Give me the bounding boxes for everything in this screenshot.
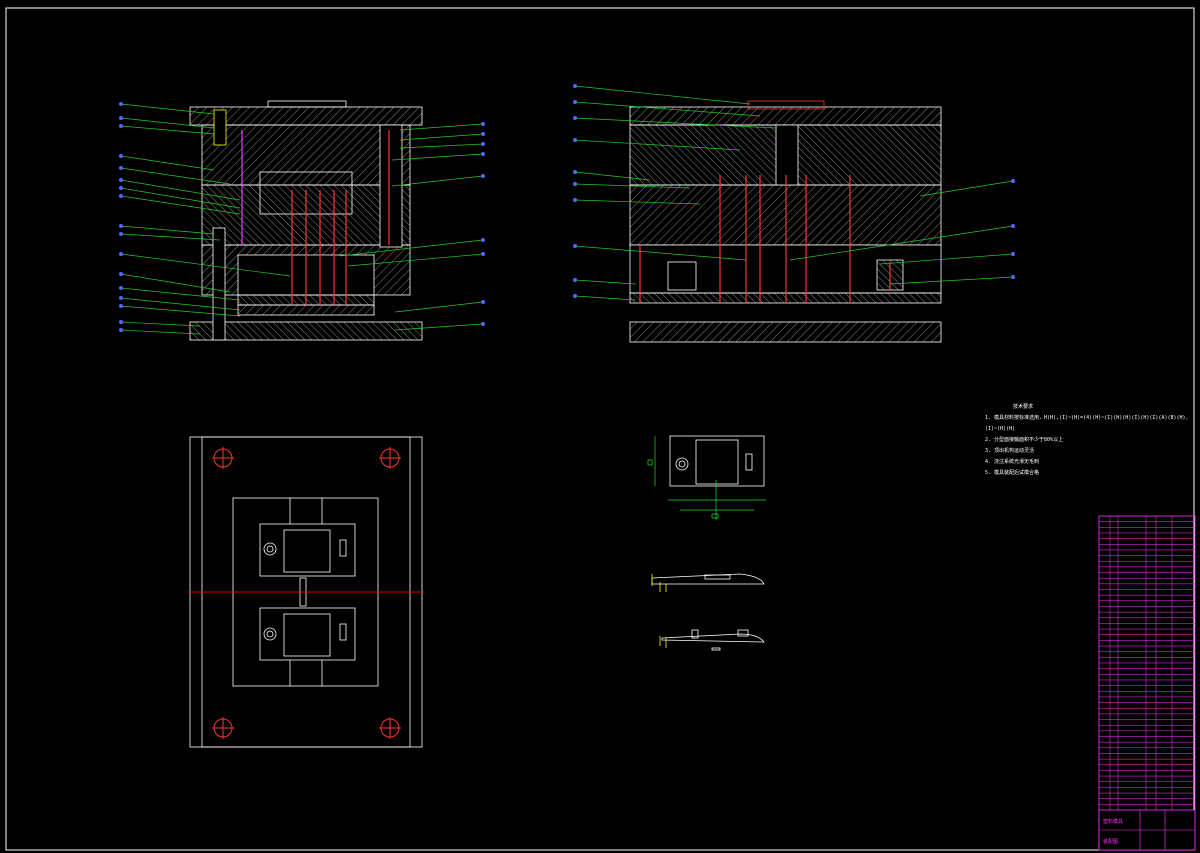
bottom-clamp-plate	[189, 321, 423, 341]
left-view-balloons	[119, 102, 485, 332]
note-item: 1. 模具材料按标准选用，H(H),(I)~(H)=(4)(H)~(I)(H)(…	[985, 415, 1189, 432]
r-locating-ring	[747, 100, 825, 110]
title-block-name: 塑料模具	[1103, 818, 1123, 825]
notes-title: 技术要求	[1013, 404, 1034, 410]
note-item: 4. 浇注系统光滑无毛刺	[985, 459, 1040, 465]
title-block-school: 装配图	[1103, 838, 1118, 845]
cavity-upper	[259, 523, 356, 577]
part-side-view-2	[659, 629, 765, 651]
guide-bush-right	[379, 124, 403, 248]
locating-ring	[267, 100, 347, 108]
cavity-lower	[259, 607, 356, 661]
part-top-view	[669, 435, 765, 487]
r-sprue	[775, 124, 799, 186]
note-item: 3. 顶出机构运动灵活	[985, 448, 1035, 454]
guide-pillar-left	[212, 227, 226, 341]
right-view-pins	[639, 175, 891, 303]
part-side-view-1	[651, 573, 765, 592]
left-view-leaders	[120, 103, 484, 335]
title-block: 塑料模具 装配图	[1098, 515, 1196, 851]
right-view-balloons	[573, 84, 1015, 298]
technical-notes: 技术要求 1. 模具材料按标准选用，H(H),(I)~(H)=(4)(H)~(I…	[985, 402, 1200, 479]
drawing-frame	[5, 7, 1195, 851]
cavity-lower-inner	[283, 613, 331, 657]
screw-top-left	[213, 109, 227, 146]
plan-guide-holes	[188, 447, 424, 739]
r-window	[667, 261, 697, 291]
note-item: 2. 分型面接触面积不少于80%以上	[985, 437, 1064, 443]
cavity-upper-inner	[283, 529, 331, 573]
r-clamp-bottom	[629, 321, 942, 343]
note-item: 5. 模具装配后试模合格	[985, 470, 1040, 476]
right-section-view	[629, 100, 942, 343]
left-view-pins	[241, 130, 390, 305]
ejector-retainer	[237, 304, 375, 316]
right-view-leaders	[574, 85, 1014, 301]
title-block-frame	[1098, 515, 1196, 851]
part-dimensions	[647, 436, 766, 520]
fixed-plate	[201, 124, 411, 186]
